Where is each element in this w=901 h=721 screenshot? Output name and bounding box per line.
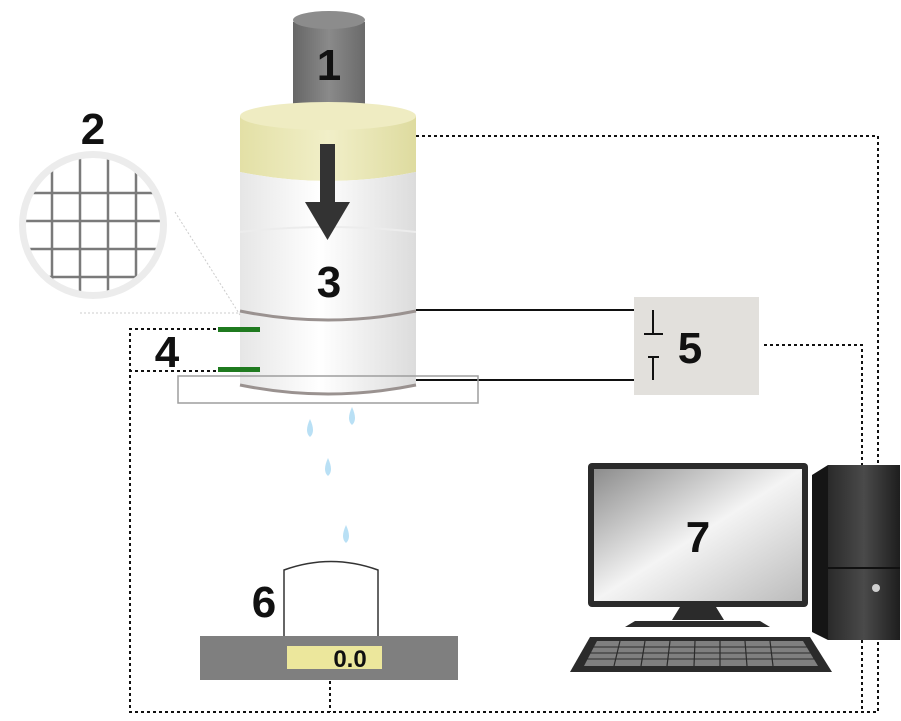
computer-tower (812, 465, 900, 640)
monitor (588, 463, 808, 627)
drop-icon (325, 458, 331, 476)
electrode-bottom (218, 367, 260, 372)
drop-icon (343, 525, 349, 543)
piston (293, 11, 365, 108)
support-plate (177, 375, 479, 404)
keyboard (570, 637, 832, 672)
filtrate-drops (307, 407, 355, 543)
balance-readout: 0.0 (333, 646, 366, 673)
down-arrow-icon (305, 144, 350, 240)
label-electrodes: 4 (155, 328, 180, 377)
label-mesh: 2 (81, 105, 105, 154)
cell-upper-ring (239, 309, 417, 322)
signal-wiring (129, 135, 879, 713)
drop-icon (307, 419, 313, 437)
label-cell: 3 (317, 258, 341, 307)
balance-display (287, 646, 382, 669)
label-balance: 6 (252, 578, 276, 627)
balance (200, 560, 458, 680)
electrode-top (218, 327, 260, 332)
drop-icon (349, 407, 355, 425)
label-power-supply: 5 (678, 324, 702, 373)
power-wiring (416, 309, 654, 381)
label-computer: 7 (686, 513, 710, 562)
filtration-cell (177, 11, 479, 404)
collection-beaker (283, 560, 379, 636)
mesh-magnifier (19, 151, 241, 316)
power-button-icon (872, 584, 880, 592)
cell-bottom-rim (239, 383, 417, 396)
mesh-grid (26, 158, 160, 292)
label-piston: 1 (317, 41, 341, 90)
power-supply (634, 297, 759, 395)
computer (570, 463, 900, 672)
